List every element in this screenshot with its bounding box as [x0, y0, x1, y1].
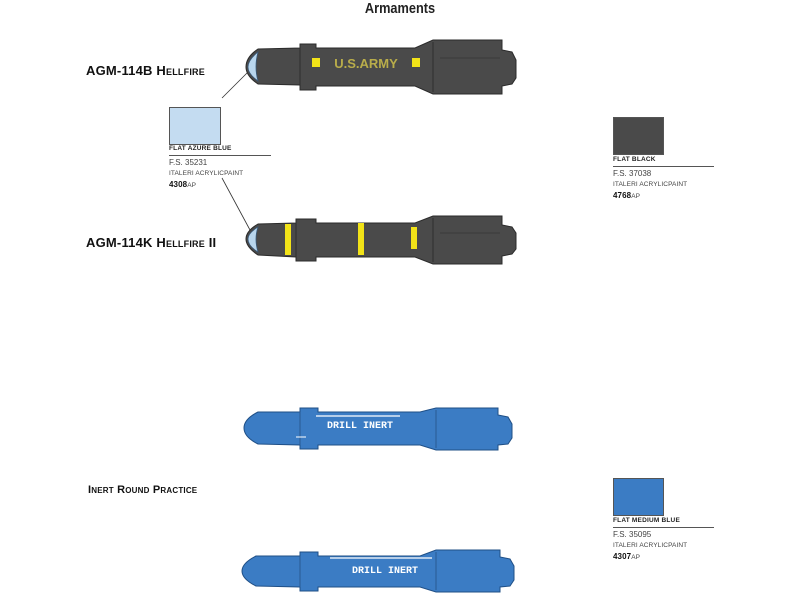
swatch-flat-black: [613, 117, 664, 155]
color-brand: Italeri AcrylicPaint: [613, 181, 688, 188]
color-name: Flat Medium Blue: [613, 517, 680, 524]
marking-drill-inert: DRILL INERT: [352, 566, 418, 577]
color-fs: F.S. 35095: [613, 530, 652, 539]
swatch-info-medium-blue: Flat Medium Blue F.S. 35095 Italeri Acry…: [613, 515, 714, 563]
leader-line-114k: [221, 177, 251, 231]
color-fs: F.S. 37038: [613, 169, 652, 178]
swatch-info-black: Flat Black F.S. 37038 Italeri AcrylicPai…: [613, 154, 714, 202]
swatch-flat-azure-blue: [169, 107, 221, 145]
seeker-dome: [247, 50, 259, 82]
swatch-info-azure: Flat Azure Blue F.S. 35231 Italeri Acryl…: [169, 143, 271, 191]
swatch-flat-medium-blue: [613, 478, 664, 516]
yellow-band: [285, 224, 291, 255]
missile-agm-114k: [245, 215, 517, 265]
color-fs: F.S. 35231: [169, 158, 208, 167]
color-brand: Italeri AcrylicPaint: [613, 542, 688, 549]
marking-drill-inert: DRILL INERT: [327, 421, 393, 432]
seeker-dome: [247, 226, 259, 253]
color-name: Flat Black: [613, 156, 656, 163]
color-brand: Italeri AcrylicPaint: [169, 170, 244, 177]
color-name: Flat Azure Blue: [169, 145, 232, 152]
missile-drill-inert-upper: DRILL INERT: [243, 407, 513, 451]
color-code: 4768: [613, 191, 632, 200]
color-code: 4308: [169, 180, 188, 189]
label-inert-round: Inert Round Practice: [88, 484, 198, 496]
missile-drill-inert-lower: DRILL INERT: [241, 549, 515, 593]
label-agm-114k: AGM-114K Hellfire II: [86, 235, 217, 250]
label-agm-114b: AGM-114B Hellfire: [86, 63, 205, 78]
missile-agm-114b: U.S.ARMY: [245, 39, 517, 95]
yellow-band: [358, 223, 364, 255]
color-code: 4307: [613, 552, 632, 561]
marking-us-army: U.S.ARMY: [334, 56, 398, 71]
yellow-band: [411, 227, 417, 249]
page-title: Armaments: [364, 0, 436, 17]
